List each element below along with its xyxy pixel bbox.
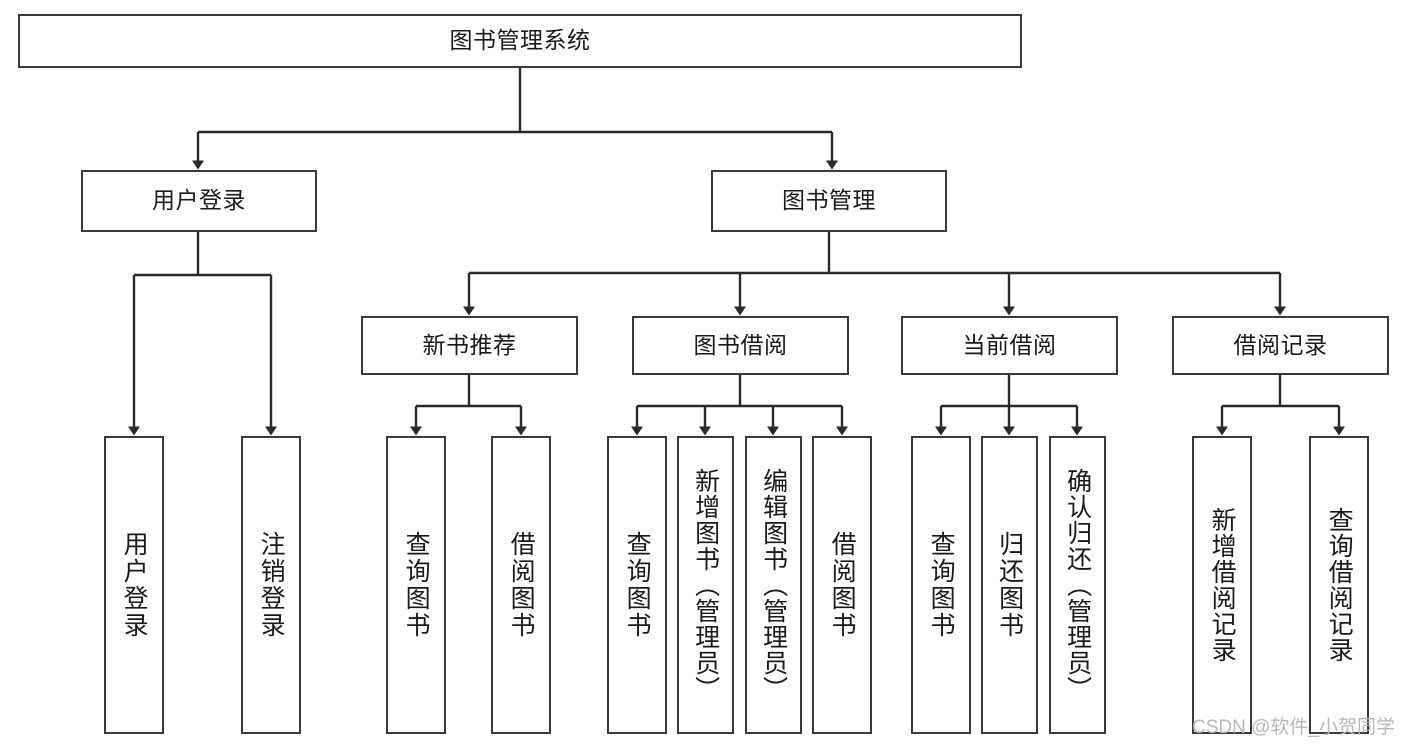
node-leaf-query-book-3[interactable]: 查询图书 (911, 436, 971, 734)
node-leaf-borrow-book-1[interactable]: 借阅图书 (491, 436, 551, 734)
node-leaf-logout-login[interactable]: 注销登录 (241, 436, 301, 734)
node-leaf-query-book-1[interactable]: 查询图书 (386, 436, 446, 734)
node-current-borrow-label: 当前借阅 (962, 331, 1057, 358)
node-current-borrow[interactable]: 当前借阅 (901, 316, 1118, 375)
node-leaf-add-record-label: 新增借阅记录 (1208, 507, 1237, 663)
node-leaf-query-record-label: 查询借阅记录 (1325, 507, 1354, 663)
node-leaf-query-book-2[interactable]: 查询图书 (607, 436, 667, 734)
node-leaf-edit-book-label: 编辑图书（管理员） (759, 468, 788, 702)
node-root-system-label: 图书管理系统 (449, 27, 591, 54)
node-leaf-confirm-return-label: 确认归还（管理员） (1063, 468, 1092, 702)
node-borrow-record-label: 借阅记录 (1233, 331, 1328, 358)
csdn-watermark: CSDN @软件_小贺同学 (1192, 717, 1395, 738)
node-book-management-label: 图书管理 (782, 187, 876, 214)
node-leaf-borrow-book-2[interactable]: 借阅图书 (812, 436, 872, 734)
node-user-login[interactable]: 用户登录 (81, 170, 317, 232)
node-leaf-edit-book[interactable]: 编辑图书（管理员） (745, 436, 802, 734)
node-root-system[interactable]: 图书管理系统 (18, 14, 1022, 68)
node-new-book-recommend[interactable]: 新书推荐 (361, 316, 578, 375)
node-book-borrow-label: 图书借阅 (693, 331, 788, 358)
node-leaf-add-record[interactable]: 新增借阅记录 (1192, 436, 1252, 734)
node-leaf-user-login[interactable]: 用户登录 (104, 436, 164, 734)
node-new-book-recommend-label: 新书推荐 (422, 331, 517, 358)
node-leaf-return-book[interactable]: 归还图书 (981, 436, 1038, 734)
node-leaf-borrow-book-1-label: 借阅图书 (507, 531, 536, 639)
node-leaf-logout-login-label: 注销登录 (257, 531, 286, 639)
node-borrow-record[interactable]: 借阅记录 (1172, 316, 1389, 375)
node-book-borrow[interactable]: 图书借阅 (632, 316, 849, 375)
node-leaf-confirm-return[interactable]: 确认归还（管理员） (1049, 436, 1106, 734)
node-leaf-query-book-2-label: 查询图书 (623, 531, 652, 639)
node-leaf-query-record[interactable]: 查询借阅记录 (1309, 436, 1369, 734)
node-book-management[interactable]: 图书管理 (711, 170, 947, 232)
node-leaf-query-book-1-label: 查询图书 (402, 531, 431, 639)
node-leaf-borrow-book-2-label: 借阅图书 (828, 531, 857, 639)
node-leaf-query-book-3-label: 查询图书 (927, 531, 956, 639)
node-user-login-label: 用户登录 (152, 187, 246, 214)
node-leaf-return-book-label: 归还图书 (995, 531, 1024, 639)
node-leaf-add-book-label: 新增图书（管理员） (691, 468, 720, 702)
node-leaf-user-login-label: 用户登录 (120, 531, 149, 639)
node-leaf-add-book[interactable]: 新增图书（管理员） (677, 436, 734, 734)
